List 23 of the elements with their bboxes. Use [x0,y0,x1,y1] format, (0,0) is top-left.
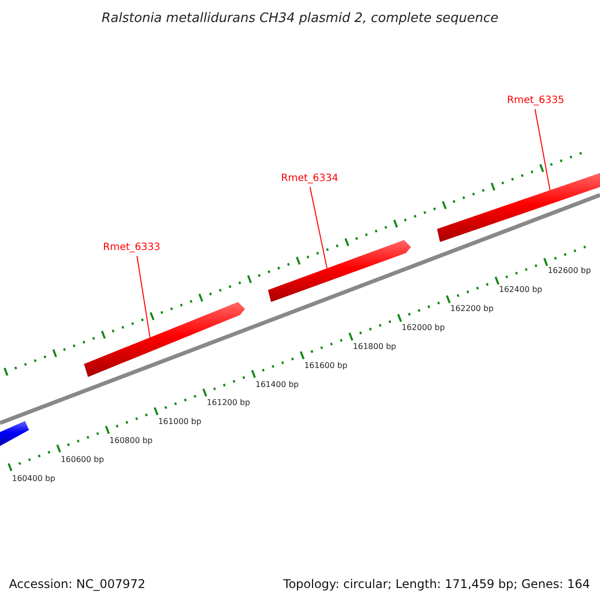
summary-text: Topology: circular; Length: 171,459 bp; Genes: 164 [283,576,590,593]
accession-text: Accession: NC_007972 [9,576,146,593]
gene-label: Rmet_6334 [281,173,338,185]
position-label: 162200 bp [450,304,494,314]
position-label: 161000 bp [158,417,202,428]
position-label: 160800 bp [109,436,153,446]
position-label: 162600 bp [548,266,591,276]
position-label: 160600 bp [60,455,104,466]
position-label: 161600 bp [304,360,348,371]
gene-feature [0,421,29,446]
position-label: 162400 bp [499,285,542,295]
gene-feature [84,302,245,377]
gene-label: Rmet_6335 [507,95,564,107]
gene-feature [437,173,600,242]
leader-line [136,256,150,338]
gene-label: Rmet_6333 [103,242,160,254]
leader-line [534,108,550,191]
position-label: 161400 bp [256,380,299,390]
leader-line [310,186,328,269]
gene-feature [268,240,411,302]
map-title: Ralstonia metallidurans CH34 plasmid 2, complete sequence [102,10,498,28]
position-label: 161800 bp [352,342,396,352]
position-label: 161200 bp [206,398,250,408]
